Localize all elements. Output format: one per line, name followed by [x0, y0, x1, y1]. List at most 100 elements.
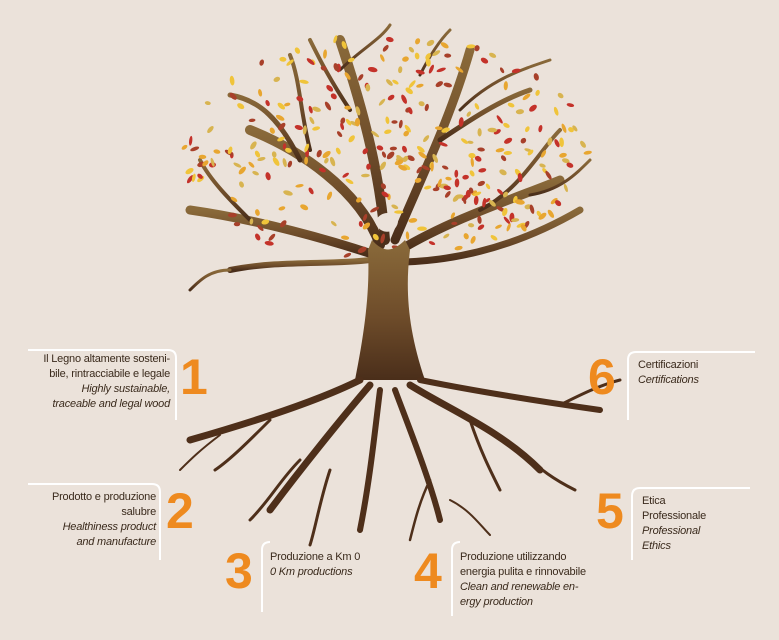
leaf [392, 79, 399, 85]
leaf [308, 187, 314, 195]
bracket-3 [261, 541, 271, 612]
leaf [566, 162, 574, 168]
leaf [283, 190, 293, 196]
leaf [454, 169, 459, 178]
leaf [485, 183, 491, 190]
leaf [539, 163, 546, 168]
leaf [538, 212, 547, 220]
leaf [474, 45, 480, 52]
leaf [408, 46, 415, 53]
leaf [229, 92, 237, 100]
leaf [473, 195, 479, 206]
leaf [423, 135, 430, 143]
leaf [442, 165, 449, 170]
leaf [468, 223, 475, 228]
leaf [272, 157, 280, 166]
leaf [378, 98, 386, 106]
item-6-title-line-1: Certificazioni [638, 359, 699, 371]
leaf [333, 63, 339, 72]
leaf [503, 150, 512, 156]
leaf [257, 156, 266, 162]
leaf [415, 38, 421, 45]
leaf [389, 146, 397, 151]
leaf [381, 191, 389, 198]
item-6-subtitle-line-1: Certifications [638, 374, 699, 386]
leaf [394, 159, 404, 166]
leaf [545, 170, 552, 180]
leaf [380, 183, 387, 190]
leaf [330, 221, 337, 227]
leaf [365, 83, 371, 92]
leaf [403, 164, 411, 170]
leaf [210, 157, 215, 167]
leaf [248, 161, 255, 168]
leaf [255, 233, 261, 241]
leaf [376, 145, 384, 151]
item-1-subtitle-line-2: traceable and legal wood [52, 398, 170, 410]
leaf [384, 129, 392, 134]
leaf [561, 123, 567, 133]
leaf [348, 135, 355, 143]
leaf [358, 74, 364, 81]
leaf [517, 173, 523, 183]
leaf [202, 160, 209, 167]
leaf [490, 235, 498, 241]
leaf [507, 102, 515, 108]
leaf [394, 210, 404, 214]
leaf [504, 137, 513, 144]
leaf [189, 135, 193, 146]
item-2-subtitle-line-1: Healthiness product [62, 521, 157, 533]
leaf [385, 116, 390, 125]
leaf [279, 56, 287, 62]
leaf [367, 66, 378, 73]
leaf [295, 184, 304, 188]
leaf [495, 148, 505, 153]
item-4-subtitle-line-1: Clean and renewable en- [460, 581, 579, 593]
leaf [358, 221, 363, 227]
leaf [386, 79, 393, 86]
leaf [583, 150, 592, 155]
leaf [435, 81, 444, 88]
leaf [487, 127, 498, 133]
leaf [371, 130, 380, 138]
leaf [500, 155, 507, 162]
leaf [340, 117, 346, 124]
leaf [405, 87, 413, 95]
leaf [239, 181, 244, 188]
leaf [511, 68, 521, 74]
leaf [249, 218, 254, 225]
leaf [278, 122, 286, 131]
leaf [204, 101, 211, 106]
leaf [340, 122, 345, 130]
leaf [522, 93, 531, 101]
leaf [385, 36, 394, 43]
leaf [230, 196, 238, 202]
leaf [255, 209, 260, 216]
leaf [417, 226, 427, 231]
leaf [451, 221, 458, 226]
leaf [312, 106, 321, 112]
leaf [254, 150, 261, 158]
leaf [455, 66, 464, 73]
leaf [408, 218, 418, 223]
leaf [275, 114, 285, 121]
leaf [502, 207, 508, 217]
leaf [515, 109, 524, 115]
leaf [443, 233, 450, 239]
leaf [265, 172, 271, 181]
number-6: 6 [588, 349, 616, 405]
leaf [304, 143, 310, 153]
leaf [318, 167, 326, 173]
leaf [277, 136, 285, 142]
leaf [306, 58, 315, 66]
leaf [287, 160, 293, 168]
leaf [299, 79, 309, 84]
leaf [391, 204, 399, 210]
leaf [366, 163, 371, 170]
leaf [407, 155, 415, 162]
bracket-5 [631, 487, 750, 560]
leaf [372, 233, 379, 241]
leaf [387, 94, 395, 101]
leaf [233, 162, 242, 168]
leaf [382, 44, 389, 52]
